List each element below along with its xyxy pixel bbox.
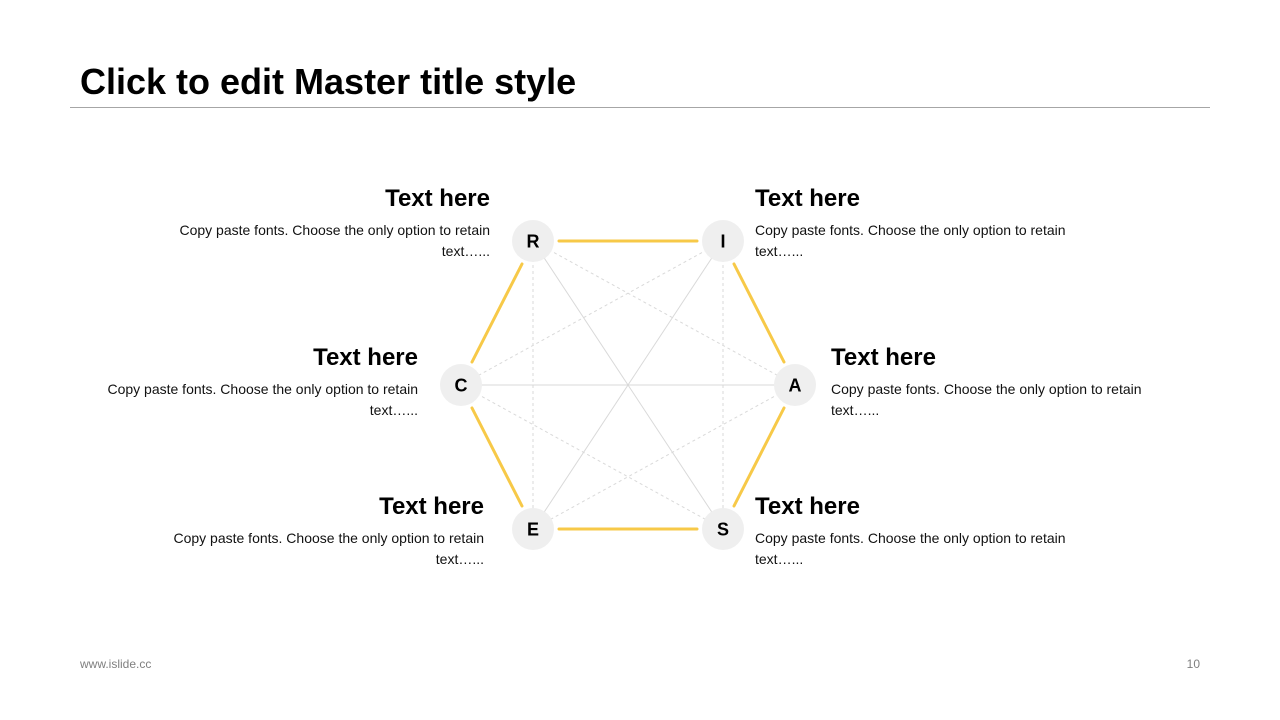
- label-a-body: Copy paste fonts. Choose the only option…: [831, 381, 1142, 418]
- label-r[interactable]: Text here Copy paste fonts. Choose the o…: [160, 184, 490, 262]
- slide-title[interactable]: Click to edit Master title style: [80, 61, 577, 102]
- node-e-circle: [512, 508, 554, 550]
- node-s[interactable]: S: [702, 508, 744, 550]
- inner-connectors: [460, 240, 796, 530]
- node-i[interactable]: I: [702, 220, 744, 262]
- node-c-circle: [440, 364, 482, 406]
- node-s-letter: S: [717, 520, 729, 540]
- label-s[interactable]: Text here Copy paste fonts. Choose the o…: [755, 492, 1085, 570]
- label-c[interactable]: Text here Copy paste fonts. Choose the o…: [88, 343, 418, 421]
- edge-c-r: [470, 262, 524, 364]
- footer-url: www.islide.cc: [80, 657, 152, 671]
- title-divider: [70, 107, 1210, 108]
- label-e-body: Copy paste fonts. Choose the only option…: [173, 530, 484, 567]
- label-a[interactable]: Text here Copy paste fonts. Choose the o…: [831, 343, 1161, 421]
- hexagon-edges: [470, 239, 786, 531]
- label-c-heading: Text here: [313, 344, 418, 371]
- node-a-letter: A: [789, 376, 802, 396]
- node-r[interactable]: R: [512, 220, 554, 262]
- edge-a-s: [732, 406, 786, 508]
- node-a[interactable]: A: [774, 364, 816, 406]
- connector-a-e: [532, 384, 796, 530]
- node-i-letter: I: [720, 232, 725, 252]
- node-c-letter: C: [455, 376, 468, 396]
- connector-i-c: [460, 240, 724, 386]
- node-r-letter: R: [527, 232, 540, 252]
- edge-e-c: [470, 406, 524, 508]
- node-e-letter: E: [527, 520, 539, 540]
- node-a-circle: [774, 364, 816, 406]
- label-e[interactable]: Text here Copy paste fonts. Choose the o…: [154, 492, 484, 570]
- label-s-body: Copy paste fonts. Choose the only option…: [755, 530, 1066, 567]
- label-i-heading: Text here: [755, 185, 860, 212]
- node-e[interactable]: E: [512, 508, 554, 550]
- label-r-heading: Text here: [385, 185, 490, 212]
- connector-r-a: [532, 240, 796, 386]
- label-i-body: Copy paste fonts. Choose the only option…: [755, 222, 1066, 259]
- label-c-body: Copy paste fonts. Choose the only option…: [107, 381, 418, 418]
- node-c[interactable]: C: [440, 364, 482, 406]
- label-a-heading: Text here: [831, 344, 936, 371]
- label-i[interactable]: Text here Copy paste fonts. Choose the o…: [755, 184, 1085, 262]
- connector-c-s: [460, 384, 724, 530]
- page-number: 10: [1186, 657, 1200, 671]
- label-e-heading: Text here: [379, 493, 484, 520]
- node-s-circle: [702, 508, 744, 550]
- edge-i-a: [732, 262, 786, 364]
- node-i-circle: [702, 220, 744, 262]
- label-s-heading: Text here: [755, 493, 860, 520]
- label-r-body: Copy paste fonts. Choose the only option…: [179, 222, 490, 259]
- node-r-circle: [512, 220, 554, 262]
